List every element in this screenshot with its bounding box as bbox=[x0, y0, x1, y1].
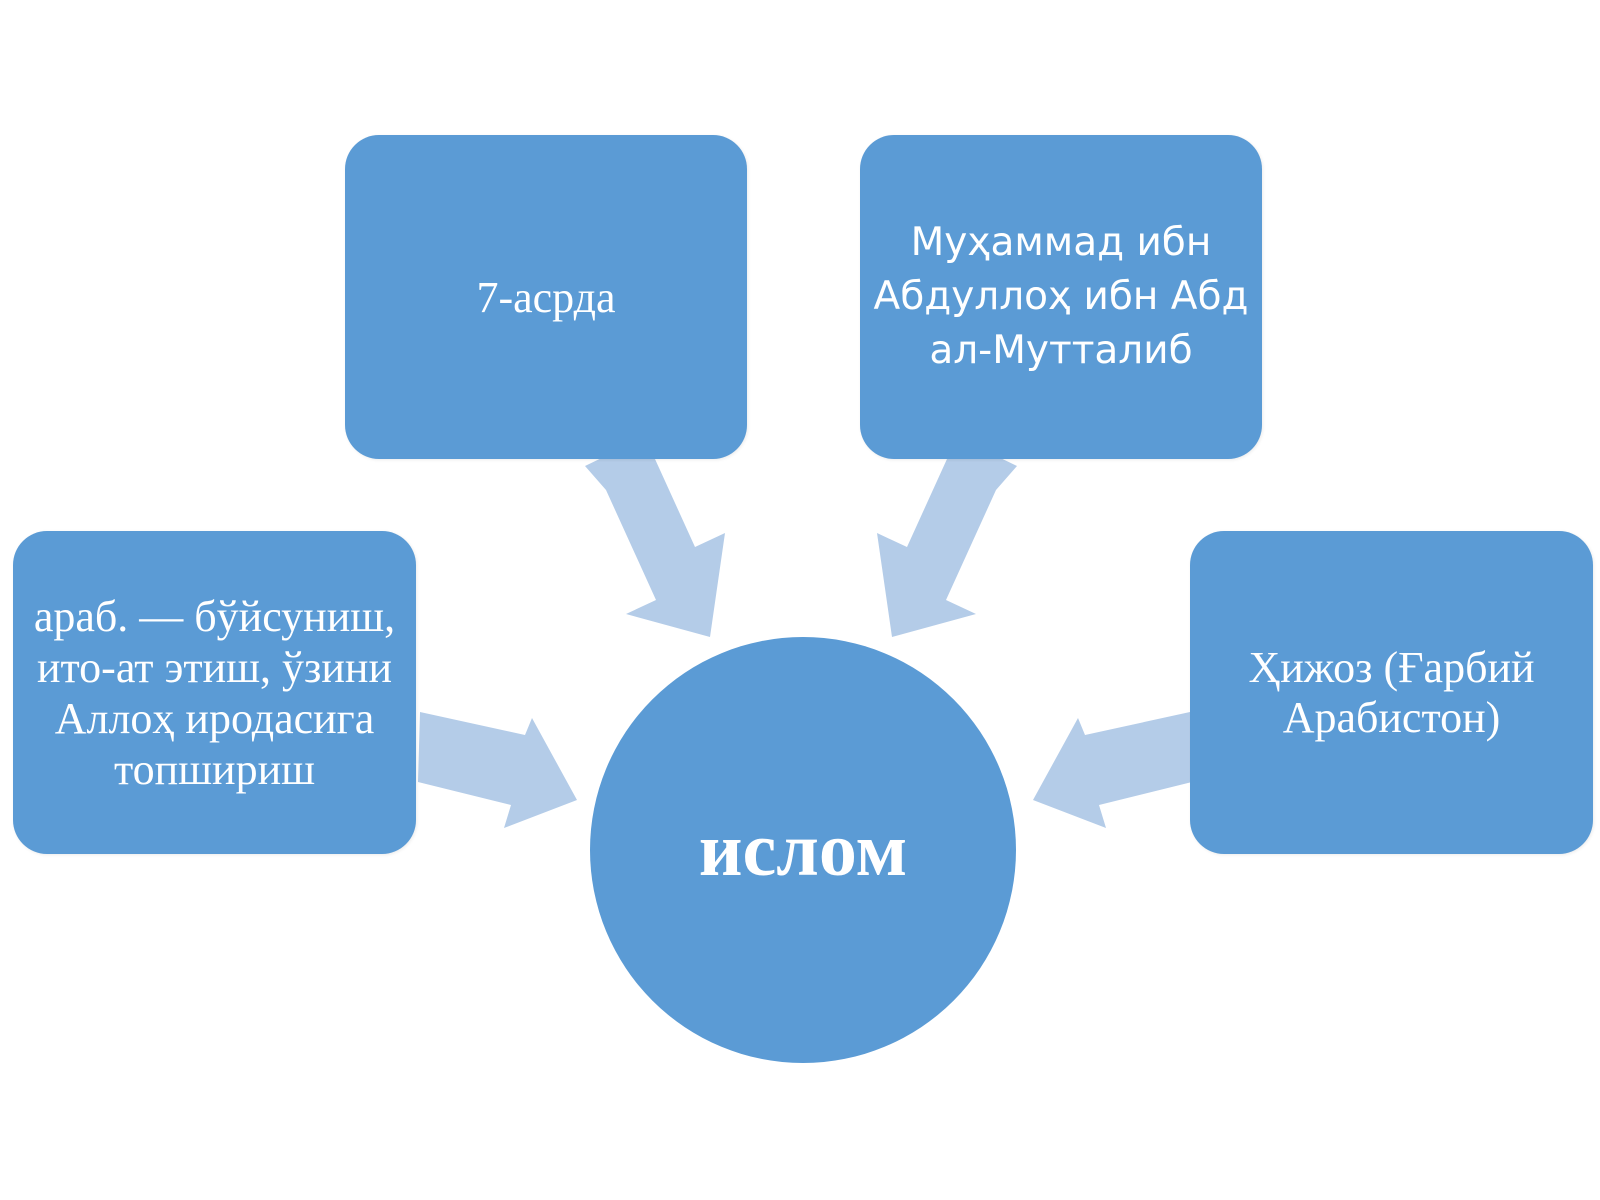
arrow-left-to-center bbox=[418, 712, 577, 828]
arrow-right-to-center bbox=[1033, 712, 1192, 828]
node-top-left-label: 7-асрда bbox=[476, 272, 616, 322]
center-node-label: ислом bbox=[698, 807, 908, 892]
node-left: араб. — бўйсуниш, ито-ат этиш, ўзини Алл… bbox=[13, 531, 416, 854]
node-left-label: араб. — бўйсуниш, ито-ат этиш, ўзини Алл… bbox=[33, 591, 396, 794]
node-top-right-label: Муҳаммад ибн Абдуллоҳ ибн Абд ал-Муттали… bbox=[873, 220, 1249, 373]
node-top-left: 7-асрда bbox=[345, 135, 747, 459]
arrow-top-left-to-center bbox=[585, 437, 725, 637]
node-top-right: Муҳаммад ибн Абдуллоҳ ибн Абд ал-Муттали… bbox=[860, 135, 1262, 459]
arrow-top-right-to-center bbox=[877, 437, 1017, 637]
node-right-label: Ҳижоз (Ғарбий Арабистон) bbox=[1248, 642, 1535, 742]
center-node: ислом bbox=[590, 637, 1016, 1063]
node-right: Ҳижоз (Ғарбий Арабистон) bbox=[1190, 531, 1593, 854]
